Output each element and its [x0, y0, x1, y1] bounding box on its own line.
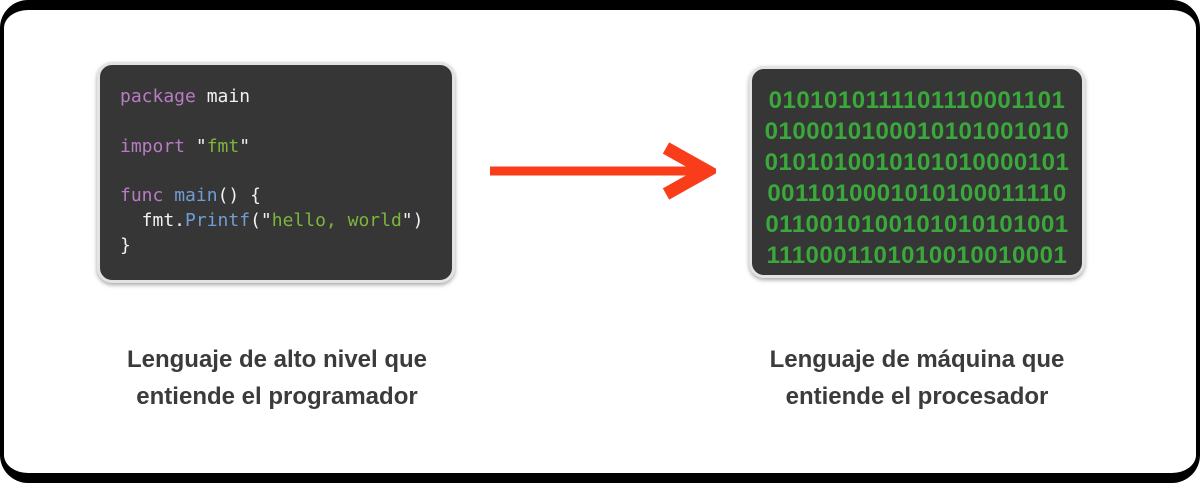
binary-line: 1110001101010010010001 [766, 242, 1068, 269]
binary-line: 0101010111101110001101 [768, 87, 1066, 114]
code-token-string: fmt [206, 135, 240, 157]
code-line: import "fmt" [120, 135, 452, 160]
code-token-plain: (" [250, 209, 272, 231]
caption-machine-language: Lenguaje de máquina que entiende el proc… [717, 341, 1117, 415]
code-token-plain: () { [217, 185, 261, 207]
arrow-head [662, 142, 716, 200]
caption-line: Lenguaje de alto nivel que [126, 346, 428, 373]
machine-code-panel: 0101010111101110001101 010001010001010100… [749, 66, 1085, 278]
binary-line: 0101010010101010000101 [764, 149, 1070, 176]
binary-lines: 0101010111101110001101 010001010001010100… [752, 69, 1082, 271]
code-line [120, 159, 452, 184]
code-line: } [120, 234, 452, 259]
caption-high-level: Lenguaje de alto nivel que entiende el p… [77, 341, 477, 415]
code-token-plain: fmt. [120, 209, 186, 231]
binary-line: 0011010001010100011110 [767, 180, 1067, 207]
caption-line: entiende el programador [136, 383, 418, 410]
code-line: fmt.Printf("hello, world") [120, 209, 452, 234]
code-token-plain: ") [401, 209, 424, 231]
code-line [120, 110, 452, 135]
code-token-plain: } [120, 234, 131, 256]
caption-line: entiende el procesador [785, 383, 1049, 410]
code-token-keyword: func [120, 185, 164, 207]
binary-line: 0110010100101010101001 [765, 211, 1069, 238]
code-token-func: Printf [185, 209, 251, 231]
code-line: package main [120, 85, 452, 110]
go-source-code: package main import "fmt" func main() { … [100, 65, 452, 259]
code-token-plain: " [239, 135, 251, 157]
arrow-right-icon [490, 142, 716, 200]
code-token-plain: " [185, 135, 207, 157]
code-token-keyword: import [120, 135, 186, 157]
caption-line: Lenguaje de máquina que [769, 346, 1065, 373]
source-code-panel: package main import "fmt" func main() { … [97, 62, 455, 283]
code-token-func: main [174, 185, 218, 207]
binary-line: 0100010100010101001010 [764, 118, 1070, 145]
code-token-plain: main [195, 86, 251, 107]
code-token-keyword: package [120, 86, 196, 107]
code-line: func main() { [120, 184, 452, 209]
code-token-plain [163, 185, 174, 206]
code-token-string: hello, world [271, 209, 402, 231]
